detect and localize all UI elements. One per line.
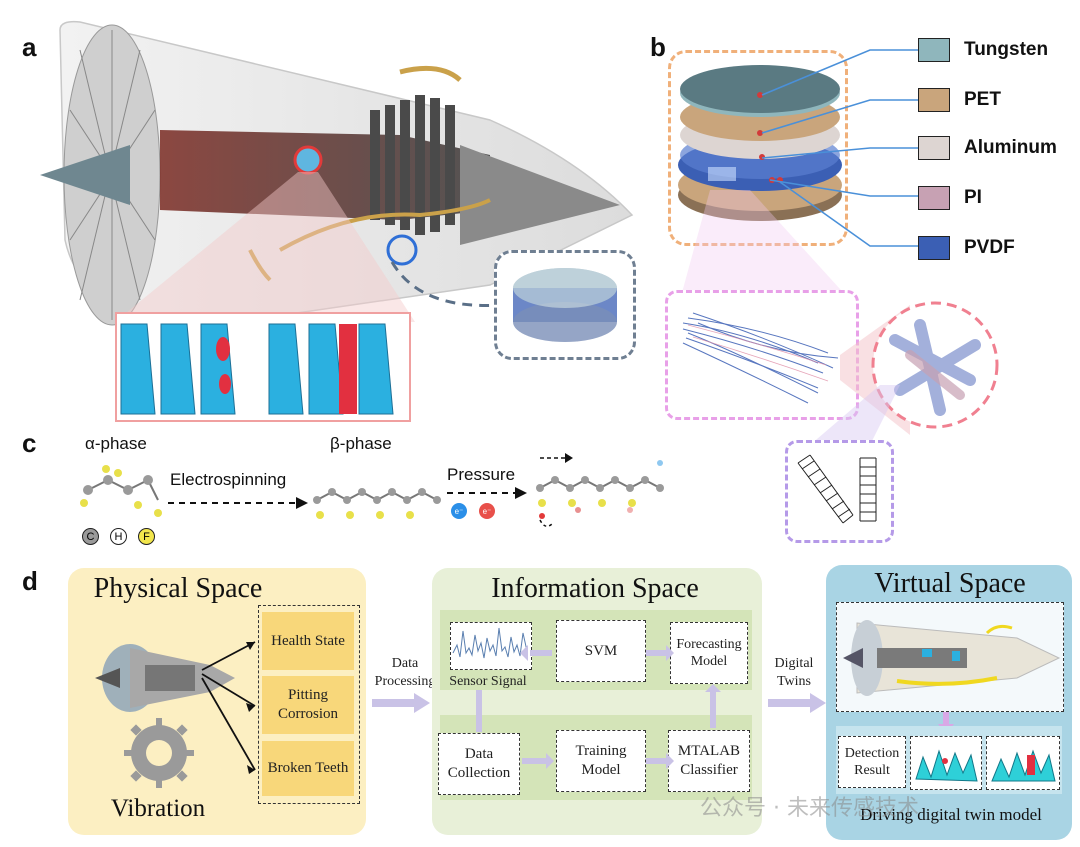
legend-label-pet: PET: [964, 89, 1001, 110]
fluorine-atom-legend: F: [138, 528, 155, 545]
pressure-arrow: [447, 487, 527, 499]
beta-phase-label: β-phase: [330, 434, 392, 453]
panel-letter-a: a: [22, 32, 37, 62]
engine-to-states-arrows: [201, 641, 256, 774]
beta-phase-molecule: [313, 488, 441, 519]
physical-engine-image: [95, 644, 235, 712]
gear-result-1: [910, 736, 982, 790]
alpha-phase-molecule: [80, 465, 162, 517]
driving-model-label: Driving digital twin model: [860, 805, 1042, 824]
fiber-magnified-circle: [840, 301, 999, 435]
information-space-title: Information Space: [491, 573, 699, 604]
turbine-engine-cutaway-image: [40, 20, 634, 331]
pressure-label: Pressure: [447, 465, 516, 484]
layered-stack-diagram: [678, 65, 842, 221]
legend-item-pvdf: PVDF: [918, 236, 1015, 260]
legend-label-tungsten: Tungsten: [964, 39, 1049, 60]
digital-twins-arrow: [768, 693, 826, 713]
panel-letter-d: d: [22, 566, 38, 596]
states-dashed-frame: [258, 605, 360, 804]
legend-item-pet: PET: [918, 88, 1001, 112]
panel-letter-b: b: [650, 32, 666, 62]
gear-icon: [124, 718, 194, 788]
hydrogen-atom-legend: H: [110, 528, 127, 545]
electrospinning-arrow: [168, 497, 308, 509]
legend-label-pvdf: PVDF: [964, 237, 1015, 258]
nanofiber-projection: [680, 190, 850, 300]
signal-waveform-icon: [452, 627, 528, 659]
sensor-signal-label: Sensor Signal: [449, 674, 527, 689]
legend-label-aluminum: Aluminum: [964, 137, 1057, 158]
legend-swatch-pet: [918, 88, 950, 112]
legend-swatch-pi: [918, 186, 950, 210]
detection-result-box: Detection Result: [838, 736, 906, 788]
electron-symbol-blue: e⁻: [455, 507, 464, 516]
electrospinning-label: Electrospinning: [170, 470, 287, 489]
legend-item-aluminum: Aluminum: [918, 136, 1057, 160]
health-state-box: Health State: [262, 612, 354, 670]
broken-teeth-box: Broken Teeth: [262, 741, 354, 796]
vibration-label: Vibration: [110, 795, 206, 822]
electron-icon-red: e⁻: [479, 503, 495, 519]
watermark-text: 公众号 · 未来传感技术: [700, 796, 919, 821]
data-processing-label: Data Processing: [374, 656, 436, 690]
legend-swatch-tungsten: [918, 38, 950, 62]
training-model-box: Training Model: [556, 730, 646, 792]
legend-item-tungsten: Tungsten: [918, 38, 1048, 62]
gear-teeth-inset: [115, 312, 411, 422]
electron-icon-blue: e⁻: [451, 503, 467, 519]
pitting-corrosion-box: Pitting Corrosion: [262, 676, 354, 734]
polarized-molecule: [536, 453, 664, 527]
legend-leader-lines: [761, 49, 918, 247]
svm-box: SVM: [556, 620, 646, 682]
data-collection-box: Data Collection: [438, 733, 520, 795]
panel-letter-c: c: [22, 428, 37, 458]
electron-symbol-red: e⁻: [483, 507, 492, 516]
digital-twins-label: Digital Twins: [774, 656, 814, 690]
nanotube-projection: [810, 385, 900, 445]
legend-label-pi: PI: [964, 187, 982, 208]
carbon-atom-legend: C: [82, 528, 99, 545]
physical-space-title: Physical Space: [93, 573, 263, 604]
virtual-engine-image: [843, 620, 1061, 696]
info-flow-arrows: [476, 645, 721, 769]
virtual-space-title: Virtual Space: [874, 568, 1026, 599]
layered-stack-frame: [668, 50, 848, 246]
sensor-disk-inset: [494, 250, 636, 360]
legend-swatch-aluminum: [918, 136, 950, 160]
alpha-phase-label: α-phase: [85, 434, 147, 453]
carbon-nanotube-inset: [785, 440, 894, 543]
sensor-signal-box: [450, 622, 532, 670]
gear-result-2: [986, 736, 1060, 790]
legend-item-pi: PI: [918, 186, 982, 210]
data-processing-arrow: [372, 693, 430, 713]
nanofiber-inset: [665, 290, 859, 420]
legend-swatch-pvdf: [918, 236, 950, 260]
virtual-engine-box: [836, 602, 1064, 712]
